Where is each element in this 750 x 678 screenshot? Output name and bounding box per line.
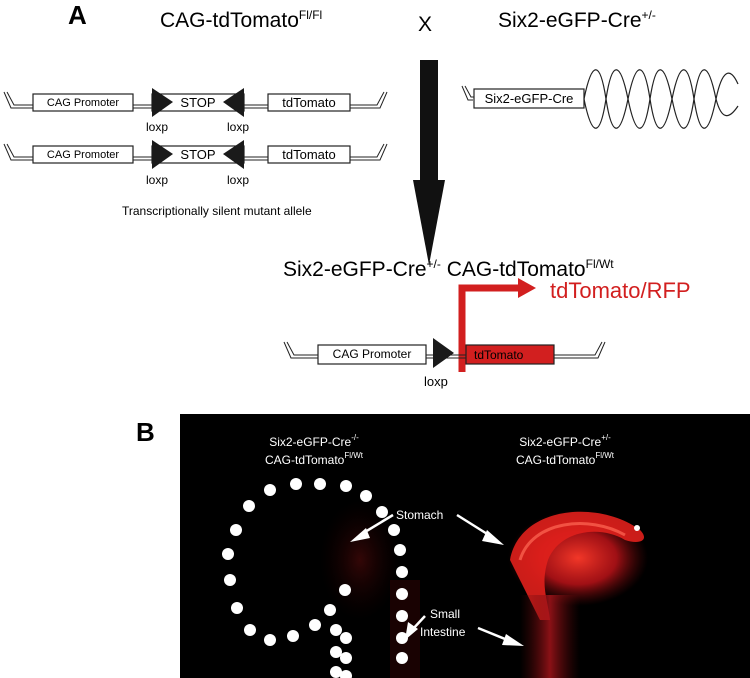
svg-text:loxp: loxp	[146, 173, 168, 187]
cross-right-genotype: Six2-eGFP-Cre+/-	[498, 8, 656, 32]
tdtomato-box	[267, 93, 351, 112]
panel-a-letter: A	[68, 0, 87, 30]
floxed-allele-2: CAG Promoter STOP tdTomato loxp loxp	[3, 140, 388, 187]
stomach-arrow-left	[350, 513, 394, 542]
stomach-arrow-right	[456, 513, 504, 545]
cag-promoter-box	[317, 344, 427, 365]
silent-allele-caption: Transcriptionally silent mutant allele	[122, 204, 312, 218]
cross-symbol: X	[418, 13, 432, 36]
intestine-label-line1: Small	[430, 607, 460, 621]
loxp-triangle	[223, 88, 244, 117]
svg-text:STOP: STOP	[180, 147, 215, 162]
intestine-arrow-left	[405, 615, 426, 640]
reporter-genotype-line2: CAG-tdTomatoFl/Wt	[516, 451, 615, 467]
svg-text:CAG Promoter: CAG Promoter	[47, 97, 119, 109]
embryo-outline-dots	[222, 478, 408, 678]
svg-text:loxp: loxp	[227, 173, 249, 187]
svg-text:loxp: loxp	[424, 374, 448, 389]
fluorescence-image: Six2-eGFP-Cre-/- CAG-tdTomatoFl/Wt Six2-…	[180, 414, 750, 678]
tdtomato-box-expressed	[465, 344, 555, 365]
expression-arrow	[458, 278, 536, 372]
intestine-label-line2: Intestine	[420, 625, 466, 639]
recombined-allele: CAG Promoter tdTomato loxp	[283, 338, 606, 389]
tdtomato-box	[267, 145, 351, 164]
cag-promoter-box	[32, 93, 134, 112]
reporter-genotype-line1: Six2-eGFP-Cre+/-	[519, 433, 611, 449]
floxed-allele-1: CAG Promoter STOP tdTomato loxp loxp	[3, 88, 388, 134]
control-genotype-line2: CAG-tdTomatoFl/Wt	[265, 451, 364, 467]
svg-text:tdTomato: tdTomato	[282, 95, 335, 110]
six2-cre-allele: Six2-eGFP-Cre	[461, 69, 739, 129]
svg-text:CAG Promoter: CAG Promoter	[47, 149, 119, 161]
stomach-label: Stomach	[396, 508, 443, 522]
intestine-arrow-right	[477, 626, 524, 646]
loxp-triangle	[152, 88, 173, 117]
svg-text:loxp: loxp	[227, 120, 249, 134]
intestine-fluorescence	[520, 595, 580, 678]
cag-promoter-box	[32, 145, 134, 164]
tdtomato-rfp-label: tdTomato/RFP	[550, 278, 691, 303]
svg-text:CAG Promoter: CAG Promoter	[333, 347, 412, 361]
svg-text:Six2-eGFP-Cre: Six2-eGFP-Cre	[485, 91, 574, 106]
offspring-genotype: Six2-eGFP-Cre+/- CAG-tdTomatoFl/Wt	[283, 257, 614, 281]
svg-text:loxp: loxp	[146, 120, 168, 134]
svg-text:tdTomato: tdTomato	[282, 147, 335, 162]
dna-helix-strand	[583, 69, 739, 129]
loxp-triangle	[152, 140, 173, 169]
cross-down-arrow	[413, 60, 445, 265]
loxp-triangle	[223, 140, 244, 169]
svg-text:STOP: STOP	[180, 95, 215, 110]
dna-helix-strand	[583, 69, 739, 129]
control-genotype-line1: Six2-eGFP-Cre-/-	[269, 433, 359, 449]
svg-text:tdTomato: tdTomato	[474, 348, 524, 362]
panel-b-letter: B	[136, 417, 155, 447]
cross-left-genotype: CAG-tdTomatoFl/Fl	[160, 8, 322, 32]
loxp-triangle	[433, 338, 454, 368]
